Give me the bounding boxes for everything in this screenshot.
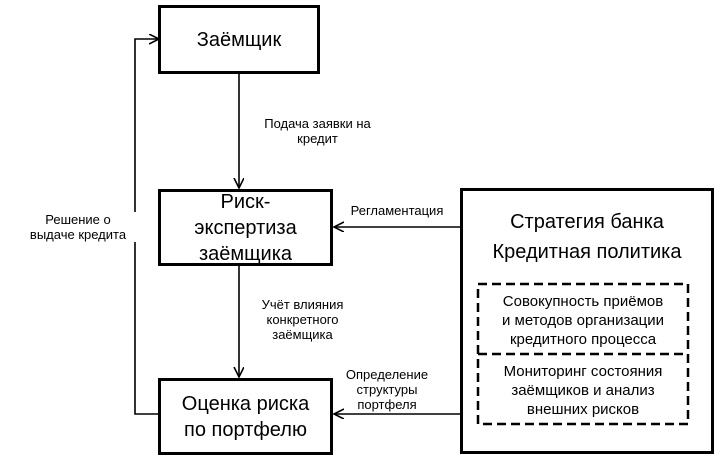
- edge-label-apply: Подача заявки на кредит: [250, 116, 385, 146]
- node-risk-expertise: Риск- экспертиза заёмщика: [158, 189, 333, 266]
- edge-label-portfolio-structure-line2: структуры: [356, 382, 418, 397]
- node-risk-expertise-line2: экспертиза: [194, 216, 297, 239]
- node-risk-expertise-line1: Риск-: [220, 190, 271, 213]
- node-strategy-inner1-line2: и методов организации: [501, 312, 665, 329]
- node-strategy-inner2-line2: заёмщиков и анализ: [511, 382, 655, 399]
- node-strategy-inner1-line3: кредитного процесса: [509, 331, 657, 348]
- node-strategy-inner2-line3: внешних рисков: [526, 401, 640, 418]
- node-risk-expertise-line3: заёмщика: [198, 242, 293, 265]
- edge-label-credit-decision-line2: выдаче кредита: [18, 227, 138, 242]
- node-strategy-inner2-line1: Мониторинг состояния: [503, 363, 663, 380]
- node-portfolio-risk-line2: по портфелю: [184, 418, 307, 441]
- edge-label-borrower-influence-line1: Учёт влияния: [261, 297, 344, 312]
- node-borrower-label: Заёмщик: [196, 28, 282, 51]
- node-strategy-inner1: Совокупность приёмов и методов организац…: [480, 292, 686, 349]
- edge-label-borrower-influence: Учёт влияния конкретного заёмщика: [250, 297, 355, 342]
- node-portfolio-risk: Оценка риска по портфелю: [158, 378, 333, 455]
- edge-label-portfolio-structure: Определение структуры портфеля: [342, 367, 432, 412]
- node-strategy-inner1-line1: Совокупность приёмов: [502, 293, 664, 310]
- edge-label-regulation: Регламентация: [350, 203, 444, 218]
- edge-label-credit-decision: Решение о выдаче кредита: [18, 212, 138, 242]
- node-portfolio-risk-line1: Оценка риска: [181, 392, 310, 415]
- edge-label-portfolio-structure-line3: портфеля: [357, 397, 417, 412]
- edge-label-borrower-influence-line2: конкретного: [266, 312, 339, 327]
- edge-label-apply-line2: кредит: [297, 131, 338, 146]
- edge-label-apply-line1: Подача заявки на: [264, 116, 371, 131]
- node-strategy-inner2: Мониторинг состояния заёмщиков и анализ …: [480, 362, 686, 419]
- edge-label-borrower-influence-line3: заёмщика: [272, 327, 333, 342]
- edge-label-portfolio-structure-line1: Определение: [345, 367, 429, 382]
- edge-label-credit-decision-line1: Решение о: [18, 212, 138, 227]
- node-borrower: Заёмщик: [158, 5, 320, 74]
- node-strategy-title1: Стратегия банка: [510, 211, 664, 233]
- node-strategy-title2: Кредитная политика: [492, 241, 682, 263]
